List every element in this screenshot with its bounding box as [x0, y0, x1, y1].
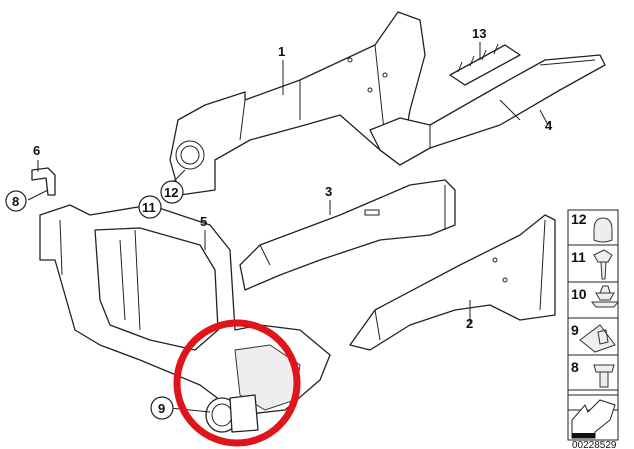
screw-icon — [593, 249, 613, 280]
callout-12-circle: 12 — [160, 180, 184, 204]
legend-item-11: 11 — [571, 249, 613, 280]
callout-11-circle: 11 — [138, 195, 162, 219]
callout-9-circle: 9 — [150, 396, 174, 420]
part-9-horn[interactable] — [205, 394, 259, 433]
callout-1: 1 — [278, 44, 285, 59]
callout-5: 5 — [200, 214, 207, 229]
svg-text:12: 12 — [164, 185, 178, 200]
highlight-circle — [173, 319, 301, 447]
svg-text:10: 10 — [571, 286, 587, 302]
part-6-bracket[interactable] — [31, 167, 56, 196]
diagram-code: 00228529 — [572, 440, 617, 449]
svg-text:8: 8 — [571, 359, 579, 375]
legend-item-9: 9 — [571, 322, 616, 353]
svg-text:12: 12 — [571, 211, 587, 227]
part-3-wheel-arch[interactable] — [239, 179, 456, 291]
cap-nut-icon — [593, 217, 613, 243]
part-13-bracket[interactable] — [449, 43, 521, 86]
legend-item-10: 10 — [571, 285, 620, 308]
rivet-icon — [590, 285, 620, 308]
svg-text:9: 9 — [158, 401, 165, 416]
callout-13: 13 — [472, 26, 486, 41]
clip-nut-icon — [579, 324, 616, 353]
callout-8-circle: 8 — [5, 190, 27, 212]
part-2-wheel-arch[interactable] — [349, 214, 556, 351]
legend-item-8: 8 — [571, 359, 615, 388]
svg-text:11: 11 — [571, 249, 586, 265]
svg-text:8: 8 — [12, 194, 19, 209]
part-4-rail[interactable] — [369, 54, 606, 166]
bolt-icon — [593, 364, 615, 388]
part-5-front-panel[interactable] — [39, 204, 331, 416]
callout-6: 6 — [33, 143, 40, 158]
callout-3: 3 — [325, 184, 332, 199]
leader-lines — [27, 42, 549, 413]
svg-text:11: 11 — [142, 200, 156, 215]
part-1-side-member[interactable] — [169, 11, 426, 196]
callout-2: 2 — [466, 316, 473, 331]
legend-item-12: 12 — [571, 211, 613, 243]
fastener-legend: 12 11 10 9 8 — [567, 209, 620, 439]
callout-4: 4 — [545, 118, 553, 133]
svg-text:9: 9 — [571, 322, 579, 338]
